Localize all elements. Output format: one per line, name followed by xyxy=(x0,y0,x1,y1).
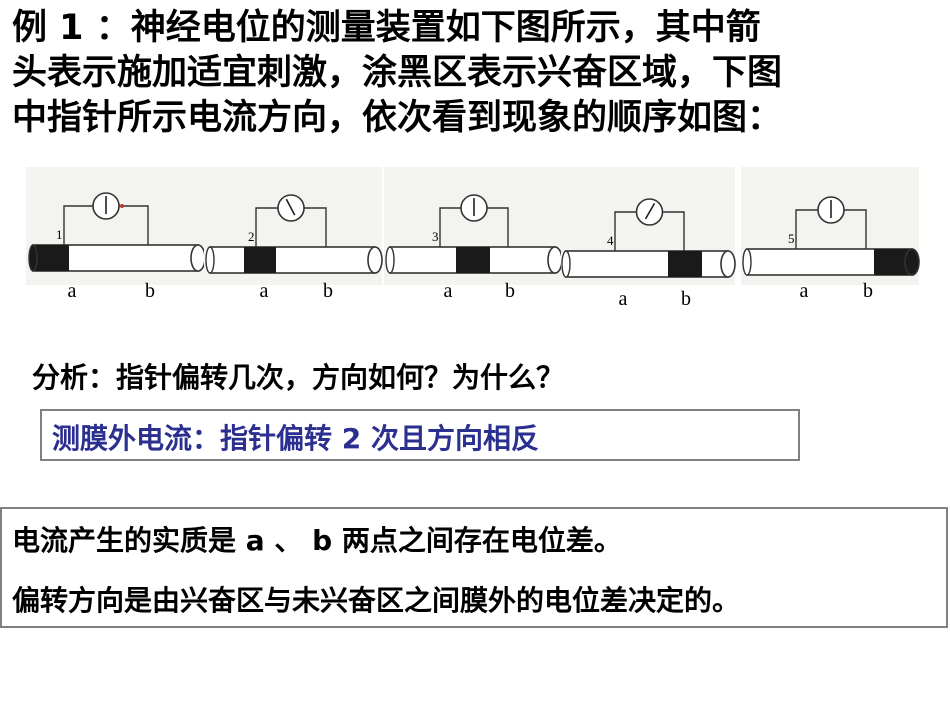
title-line-3: 中指针所示电流方向，依次看到现象的顺序如图： xyxy=(12,98,783,138)
electrode-wire-b xyxy=(844,209,867,249)
electrode-label-a: a xyxy=(800,280,809,302)
example-title: 例 1 ：神经电位的测量装置如下图所示，其中箭 头表示施加适宜刺激，涂黑区表示兴… xyxy=(12,6,942,141)
electrode-wire-a xyxy=(439,207,461,247)
fiber-end-left xyxy=(561,250,571,278)
excited-region xyxy=(33,245,69,271)
panel-number: 3 xyxy=(432,229,439,244)
answer-text: 测膜外电流：指针偏转 2 次且方向相反 xyxy=(52,422,539,455)
title-line-2: 头表示施加适宜刺激，涂黑区表示兴奋区域，下图 xyxy=(12,53,783,93)
electrode-label-b: b xyxy=(863,280,873,302)
nerve-panel: 2 a b xyxy=(204,167,383,302)
fiber-end-right xyxy=(547,246,563,274)
panel-number: 2 xyxy=(248,229,255,244)
excited-region xyxy=(456,247,490,273)
explanation-line-1: 电流产生的实质是 a 、 b 两点之间存在电位差。 xyxy=(12,524,622,557)
nerve-panel: 3 a b xyxy=(384,167,563,302)
answer-box: 测膜外电流：指针偏转 2 次且方向相反 xyxy=(40,409,800,461)
electrode-label-b: b xyxy=(681,288,691,310)
fiber-end-right xyxy=(720,250,736,278)
nerve-panel: 5 a b xyxy=(741,167,920,302)
galvanometer-needle xyxy=(644,202,656,220)
fiber-end-left xyxy=(742,248,752,276)
electrode-label-b: b xyxy=(505,280,515,302)
electrode-label-a: a xyxy=(444,280,453,302)
fiber-end-right xyxy=(190,244,206,272)
fiber-end-right xyxy=(904,248,920,276)
explanation-box: 电流产生的实质是 a 、 b 两点之间存在电位差。 偏转方向是由兴奋区与未兴奋区… xyxy=(0,507,948,628)
nerve-panel: 1 a b xyxy=(26,167,206,302)
electrode-wire-a xyxy=(63,205,93,245)
fiber-end-left xyxy=(385,246,395,274)
excited-region xyxy=(244,247,276,273)
electrode-wire-a xyxy=(614,211,637,251)
explanation-line-2: 偏转方向是由兴奋区与未兴奋区之间膜外的电位差决定的。 xyxy=(12,584,741,617)
analysis-question: 分析：指针偏转几次，方向如何？为什么？ xyxy=(32,361,565,394)
electrode-label-b: b xyxy=(323,280,333,302)
title-line-1: 例 1 ：神经电位的测量装置如下图所示，其中箭 xyxy=(12,8,761,48)
electrode-label-b: b xyxy=(145,280,155,302)
electrode-wire-b xyxy=(487,207,509,247)
electrode-wire-b xyxy=(119,205,149,245)
electrode-wire-a xyxy=(795,209,818,249)
nerve-fiber xyxy=(565,250,729,278)
electrode-label-a: a xyxy=(68,280,77,302)
excited-region xyxy=(668,251,702,277)
panel-number: 4 xyxy=(607,233,614,248)
electrode-wire-a xyxy=(255,207,278,247)
fiber-end-right xyxy=(367,246,383,274)
electrode-wire-b xyxy=(662,211,685,251)
fiber-end-left xyxy=(205,246,215,274)
electrode-label-a: a xyxy=(260,280,269,302)
panel-number: 1 xyxy=(56,227,63,242)
galvanometer-needle xyxy=(285,198,296,216)
electrode-wire-b xyxy=(304,207,327,247)
panel-number: 5 xyxy=(788,231,795,246)
nerve-fiber xyxy=(209,246,376,274)
electrode-label-a: a xyxy=(619,288,628,310)
fiber-end-left xyxy=(28,244,38,272)
indicator-dot xyxy=(120,204,124,208)
nerve-panel: 4 a b xyxy=(561,167,736,310)
